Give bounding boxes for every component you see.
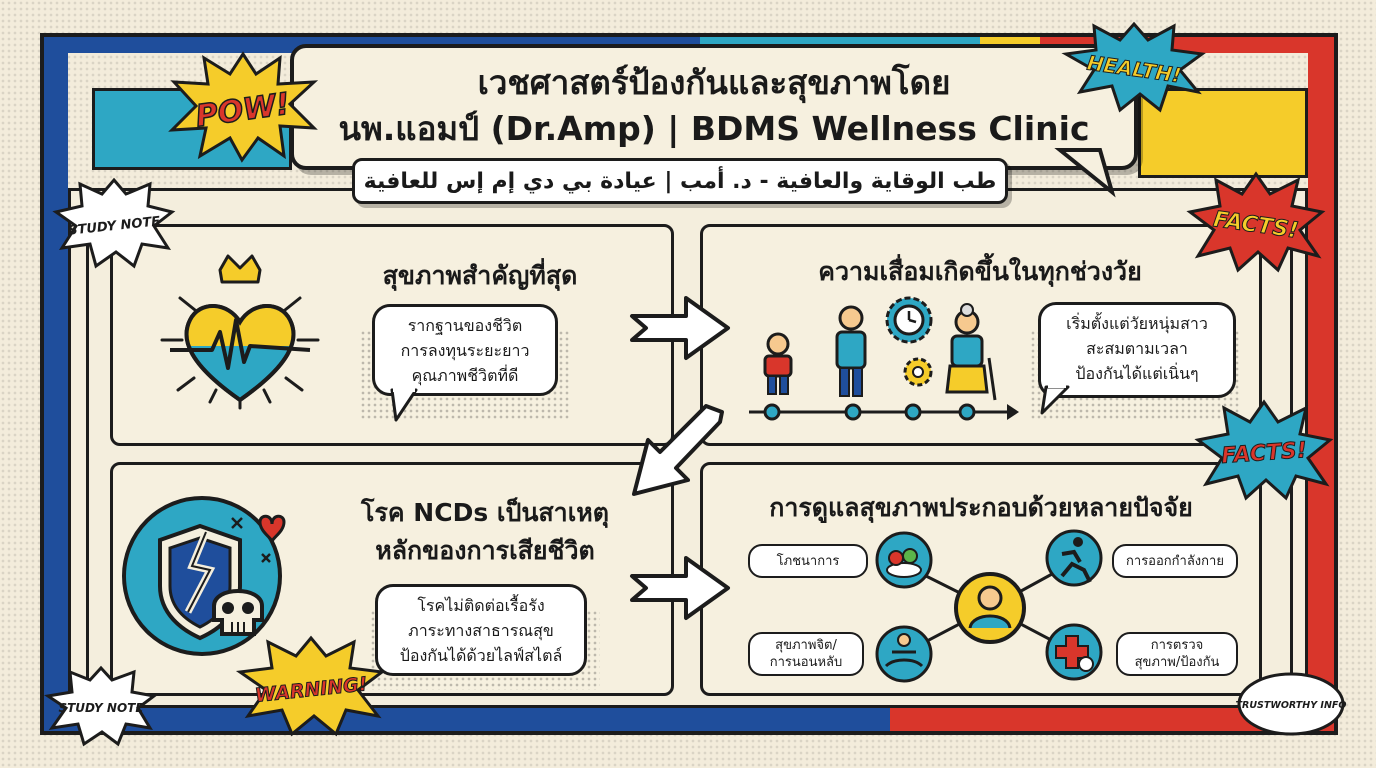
ncd-line-1: โรคไม่ติดต่อเรื้อรัง: [417, 596, 545, 615]
factor-nutrition: โภชนาการ: [748, 544, 868, 578]
aging-line-3: ป้องกันได้แต่เนิ่นๆ: [1075, 364, 1199, 383]
checkup-line-1: การตรวจ: [1150, 638, 1204, 653]
trustworthy-badge: TRUSTWORTHY INFO: [1236, 672, 1347, 736]
aging-line-1: เริ่มตั้งแต่วัยหนุ่มสาว: [1066, 314, 1208, 333]
bubble-tail-1: [390, 386, 418, 422]
trustworthy-text: TRUSTWORTHY INFO: [1236, 700, 1347, 711]
ncd-title-line-1: โรค NCDs เป็นสาเหตุ: [361, 498, 609, 527]
yellow-block-right: [1138, 88, 1308, 178]
stripe-blue-bottom: [40, 708, 890, 735]
factor-checkup: การตรวจ สุขภาพ/ป้องกัน: [1116, 632, 1238, 676]
heart-crown-icon: [160, 254, 320, 410]
ncd-line-2: ภาระทางสาธารณสุข: [408, 621, 554, 640]
title-box: เวชศาสตร์ป้องกันและสุขภาพโดย นพ.แอมป์ (D…: [290, 44, 1138, 170]
health-line-1: รากฐานของชีวิต: [407, 316, 523, 335]
factor-mental: สุขภาพจิต/ การนอนหลับ: [748, 632, 864, 676]
title-line-2: นพ.แอมป์ (Dr.Amp) | BDMS Wellness Clinic: [338, 109, 1090, 148]
facts-burst-mid: FACTS!: [1194, 399, 1334, 501]
title-bubble-tail: [1054, 148, 1116, 198]
study-note-bottom-text: STUDY NOTE: [58, 701, 144, 715]
arrow-down-left-icon: [632, 404, 724, 496]
panel-health-bubble: รากฐานของชีวิต การลงทุนระยะยาว คุณภาพชีว…: [372, 304, 558, 396]
health-line-3: คุณภาพชีวิตที่ดี: [411, 366, 519, 385]
frame-line-left: [86, 188, 89, 708]
aging-line-2: สะสมตามเวลา: [1086, 339, 1188, 358]
mental-line-2: การนอนหลับ: [769, 655, 843, 670]
warning-burst: WARNING!: [235, 635, 386, 737]
panel-aging-title: ความเสื่อมเกิดขึ้นในทุกช่วงวัย: [818, 257, 1142, 286]
pow-burst: POW!: [168, 51, 319, 163]
panel-aging-bubble: เริ่มตั้งแต่วัยหนุ่มสาว สะสมตามเวลา ป้อง…: [1038, 302, 1236, 398]
title-line-1: เวชศาสตร์ป้องกันและสุขภาพโดย: [477, 63, 951, 102]
panel-ncd-bubble: โรคไม่ติดต่อเรื้อรัง ภาระทางสาธารณสุข ป้…: [375, 584, 587, 676]
panel-ncd-title: โรค NCDs เป็นสาเหตุ หลักของการเสียชีวิต: [320, 494, 650, 570]
factors-network-icon: [875, 529, 1103, 683]
ncd-title-line-2: หลักของการเสียชีวิต: [375, 536, 595, 565]
stripe-red-right: [1308, 33, 1338, 735]
health-line-2: การลงทุนระยะยาว: [400, 341, 530, 360]
outer-frame: [40, 33, 1338, 735]
aging-timeline-icon: [749, 296, 1019, 421]
checkup-line-2: สุขภาพ/ป้องกัน: [1134, 655, 1220, 670]
panel-health-title: สุขภาพสำคัญที่สุด: [382, 261, 578, 290]
mental-line-1: สุขภาพจิต/: [775, 638, 837, 653]
factor-exercise: การออกกำลังกาย: [1112, 544, 1238, 578]
broken-shield-skull-icon: [122, 496, 286, 656]
stripe-blue-left: [40, 33, 68, 735]
arrow-right-top-icon: [630, 296, 730, 360]
ncd-line-3: ป้องกันได้ด้วยไลฟ์สไตล์: [399, 646, 563, 665]
study-note-bottom-burst: STUDY NOTE: [44, 665, 158, 747]
bubble-tail-2: [1040, 383, 1070, 415]
study-note-top-burst: STUDY NOTE: [52, 177, 176, 269]
subtitle-box: طب الوقاية والعافية - د. أمب | عيادة بي …: [352, 158, 1008, 204]
health-burst: HEALTH!: [1061, 21, 1206, 113]
arrow-right-bottom-icon: [630, 556, 730, 620]
panel-factors-title: การดูแลสุขภาพประกอบด้วยหลายปัจจัย: [769, 493, 1193, 522]
facts-burst-top: FACTS!: [1186, 171, 1326, 273]
